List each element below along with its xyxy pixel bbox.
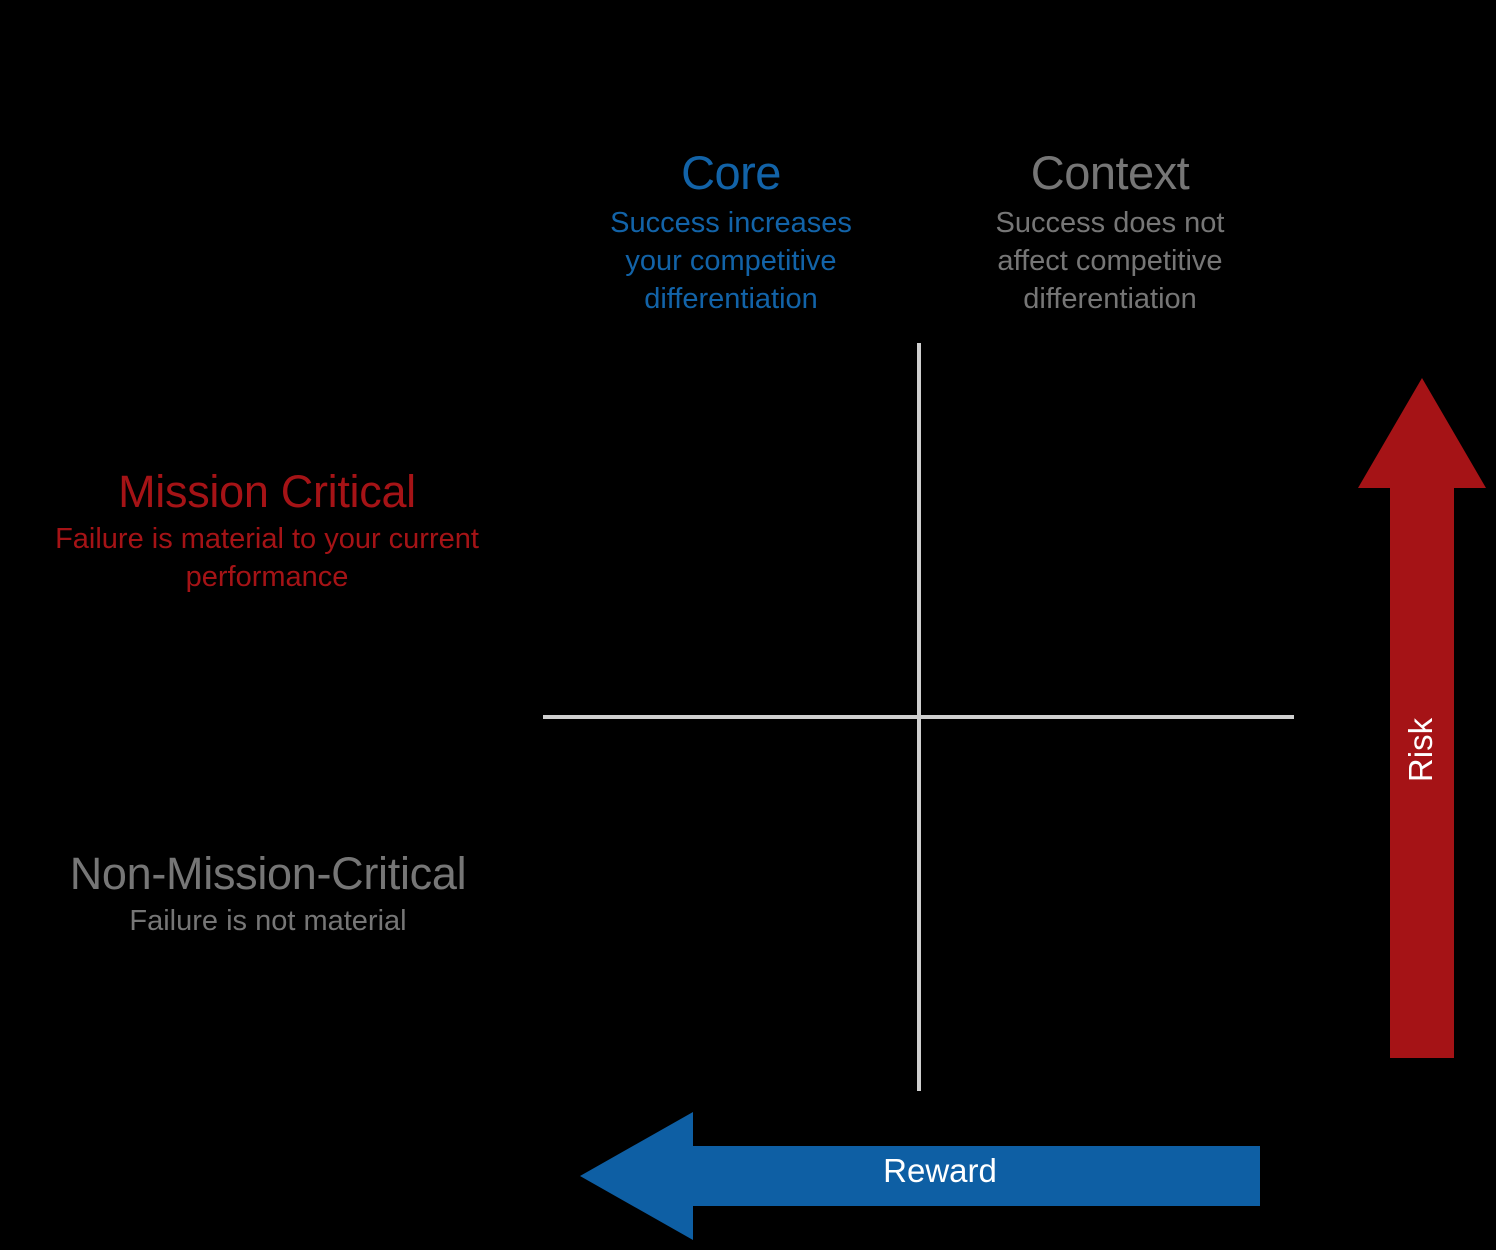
column-header-context: Context Success does not affect competit… [960, 148, 1260, 318]
risk-arrow-shape [1358, 378, 1486, 1058]
reward-arrow-left-icon [580, 1112, 1260, 1240]
column-title-core: Core [681, 146, 781, 199]
row-title-non-mission-critical: Non-Mission-Critical [69, 848, 467, 899]
column-header-core: Core Success increases your competitive … [581, 148, 881, 318]
column-title-context: Context [1030, 146, 1190, 199]
row-subtitle-mission-critical: Failure is material to your current perf… [55, 523, 479, 593]
column-subtitle-core: Success increases your competitive diffe… [610, 207, 852, 315]
row-header-non-mission-critical: Non-Mission-Critical Failure is not mate… [8, 850, 528, 941]
risk-arrow-up-icon [1358, 378, 1486, 1058]
column-subtitle-context: Success does not affect competitive diff… [995, 207, 1225, 315]
row-subtitle-non-mission-critical: Failure is not material [129, 905, 407, 938]
reward-arrow-shape [580, 1112, 1260, 1240]
horizontal-axis-line [543, 715, 1294, 719]
row-header-mission-critical: Mission Critical Failure is material to … [42, 468, 492, 597]
row-title-mission-critical: Mission Critical [118, 466, 416, 517]
